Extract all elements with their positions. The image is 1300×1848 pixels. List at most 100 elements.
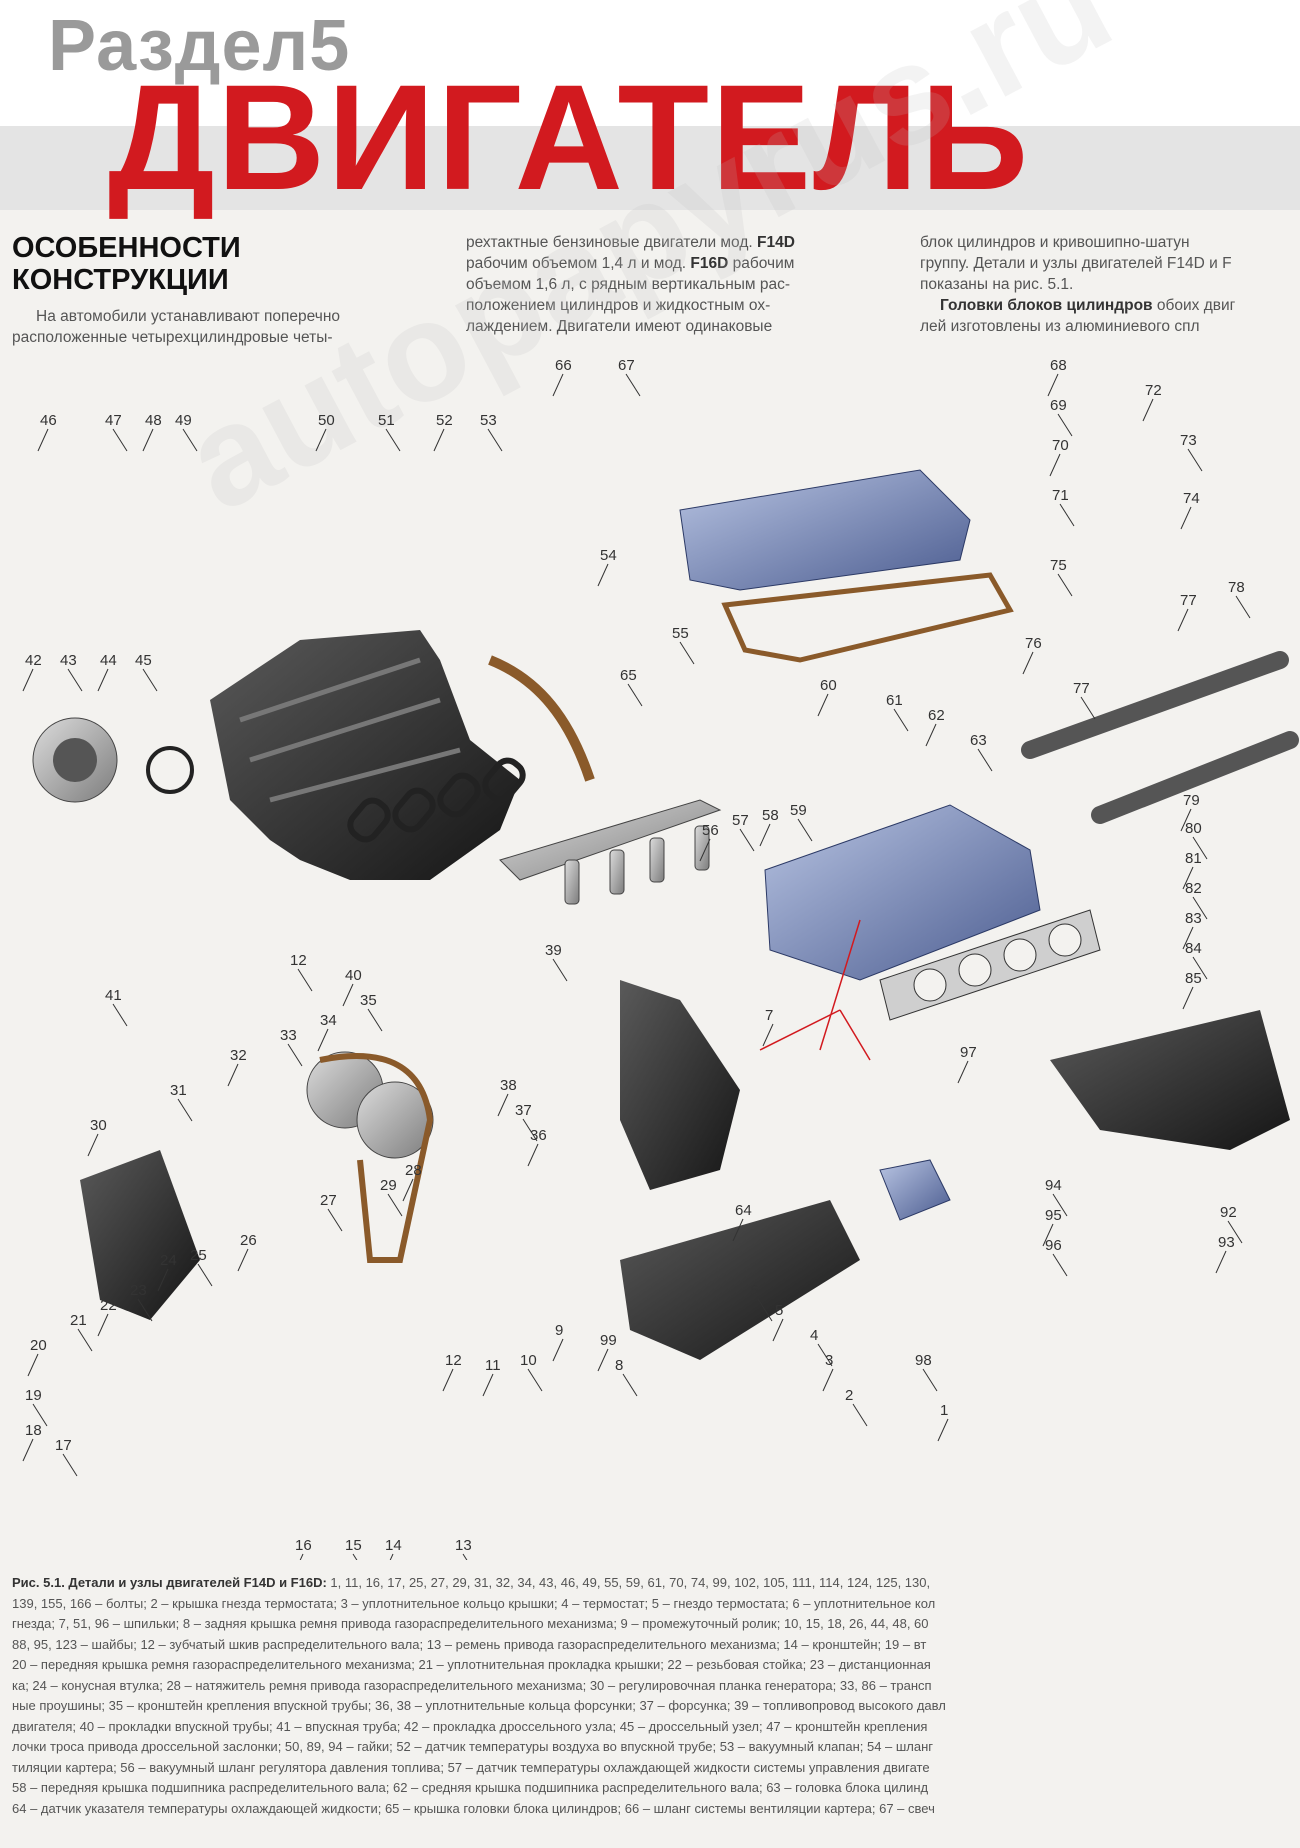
callout-54: 54 — [600, 547, 617, 564]
callout-25: 25 — [190, 1247, 207, 1264]
callout-47: 47 — [105, 412, 122, 429]
callout-leader — [482, 1373, 494, 1397]
callout-leader — [462, 1553, 468, 1560]
callout-leader — [237, 1248, 249, 1272]
callout-leader — [1022, 651, 1034, 675]
callout-leader — [1047, 373, 1059, 397]
callout-56: 56 — [702, 822, 719, 839]
callout-32: 32 — [230, 1047, 247, 1064]
body-column-1: На автомобили устанавливают поперечно ра… — [12, 306, 437, 348]
callout-12: 12 — [290, 952, 307, 969]
callout-99: 99 — [600, 1332, 617, 1349]
callout-leader — [77, 1328, 93, 1352]
callout-leader — [142, 668, 158, 692]
callout-leader — [1187, 448, 1203, 472]
col3-line5: лей изготовлены из алюминиевого спл — [920, 318, 1200, 335]
callout-leader — [597, 1348, 609, 1372]
model-f16d: F16D — [690, 255, 729, 272]
callout-37: 37 — [515, 1102, 532, 1119]
callout-11: 11 — [485, 1357, 501, 1374]
callout-40: 40 — [345, 967, 362, 984]
col2-line2: рабочим объемом 1,4 л и мод. F16D рабочи… — [466, 255, 795, 272]
callout-92: 92 — [1220, 1204, 1237, 1221]
caption-line: 64 – датчик указателя температуры охлажд… — [12, 1800, 935, 1816]
cam-pulleys-shape — [306, 1051, 434, 1159]
callout-leader — [893, 708, 909, 732]
callout-leader — [1235, 595, 1251, 619]
callout-leader — [1177, 608, 1189, 632]
callout-77: 77 — [1180, 592, 1197, 609]
callout-leader — [527, 1368, 543, 1392]
caption-line: Рис. 5.1. Детали и узлы двигателей F14D … — [12, 1575, 931, 1590]
callout-leader — [1142, 398, 1154, 422]
callout-leader — [317, 1028, 329, 1052]
callout-leader — [197, 1263, 213, 1287]
callout-62: 62 — [928, 707, 945, 724]
callout-leader — [287, 1043, 303, 1067]
callout-leader — [552, 373, 564, 397]
callout-numbers: 1234567891011121213141516171819202122232… — [22, 360, 1251, 1560]
callout-67: 67 — [618, 360, 635, 374]
callout-10: 10 — [520, 1352, 537, 1369]
callout-leader — [112, 1003, 128, 1027]
callout-81: 81 — [1185, 850, 1202, 867]
callout-85: 85 — [1185, 970, 1202, 987]
caption-line: 58 – передняя крышка подшипника распреде… — [12, 1780, 929, 1795]
callout-84: 84 — [1185, 940, 1202, 957]
callout-leader — [487, 428, 503, 452]
callout-8: 8 — [615, 1357, 623, 1374]
col3-line1: блок цилиндров и кривошипно-шатун — [920, 234, 1190, 251]
callout-leader — [1192, 836, 1208, 860]
intake-manifold-shape — [210, 630, 520, 880]
caption-line: гнезда; 7, 51, 96 – шпильки; 8 – задняя … — [12, 1616, 929, 1631]
callout-98: 98 — [915, 1352, 932, 1369]
body-column-2: рехтактные бензиновые двигатели мод. F14… — [466, 232, 896, 337]
callout-21: 21 — [70, 1312, 87, 1329]
callout-leader — [433, 428, 445, 452]
callout-leader — [699, 838, 711, 862]
callout-leader — [112, 428, 128, 452]
caption-title: Рис. 5.1. Детали и узлы двигателей F14D … — [12, 1575, 327, 1590]
callout-23: 23 — [130, 1282, 147, 1299]
callout-leader — [402, 1178, 414, 1202]
callout-leader — [817, 1343, 833, 1367]
callout-55: 55 — [672, 625, 689, 642]
callout-97: 97 — [960, 1044, 977, 1061]
callout-28: 28 — [405, 1162, 422, 1179]
callout-26: 26 — [240, 1232, 257, 1249]
callout-leader — [327, 1208, 343, 1232]
caption-line: ные проушины; 35 – кронштейн крепления в… — [12, 1698, 946, 1713]
callout-83: 83 — [1185, 910, 1202, 927]
callout-51: 51 — [378, 412, 395, 429]
timing-belt-shape — [319, 1053, 434, 1263]
callout-35: 35 — [360, 992, 377, 1009]
callout-leader — [1042, 1223, 1054, 1247]
callout-leader — [1080, 696, 1096, 720]
header-band — [0, 0, 1300, 210]
callout-leader — [732, 1218, 744, 1242]
callout-61: 61 — [886, 692, 903, 709]
callout-leader — [522, 1118, 538, 1142]
callout-69: 69 — [1050, 397, 1067, 414]
head-gasket-shape — [879, 909, 1101, 1021]
callout-74: 74 — [1183, 490, 1200, 507]
callout-94: 94 — [1045, 1177, 1062, 1194]
callout-16: 16 — [295, 1537, 312, 1554]
callout-9: 9 — [555, 1322, 563, 1339]
rear-timing-cover-shape — [620, 980, 740, 1190]
callout-leader — [367, 1008, 383, 1032]
callout-4: 4 — [810, 1327, 818, 1344]
callout-leader — [1059, 503, 1075, 527]
callout-33: 33 — [280, 1027, 297, 1044]
callout-leader — [142, 428, 154, 452]
callout-27: 27 — [320, 1192, 337, 1209]
callout-leader — [1052, 1193, 1068, 1217]
callout-leader — [1180, 506, 1192, 530]
callout-22: 22 — [100, 1297, 117, 1314]
callout-leader — [679, 641, 695, 665]
callout-leader — [822, 1368, 834, 1392]
callout-43: 43 — [60, 652, 77, 669]
callout-13: 13 — [455, 1537, 472, 1554]
marker-lines — [759, 919, 871, 1061]
callout-48: 48 — [145, 412, 162, 429]
